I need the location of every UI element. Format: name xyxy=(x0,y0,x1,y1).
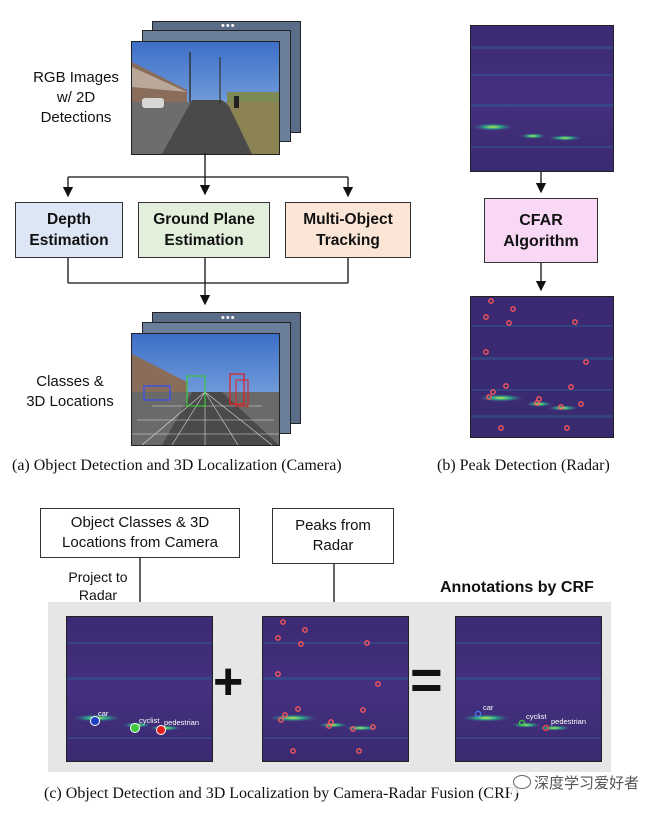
plus-sign: + xyxy=(213,653,244,711)
annotation-label-car: car xyxy=(483,703,494,712)
multi-object-tracking-box: Multi-Object Tracking xyxy=(285,202,411,258)
object-label-car: car xyxy=(98,709,109,718)
classes-3d-locations-label: Classes & 3D Locations xyxy=(26,373,114,410)
crf-annotations-heatmap: car cyclist pedestrian xyxy=(455,616,602,762)
rgb-image-front xyxy=(131,41,280,155)
depth-estimation-box: Depth Estimation xyxy=(15,202,123,258)
caption-a: (a) Object Detection and 3D Localization… xyxy=(12,457,342,474)
cfar-algorithm-box: CFAR Algorithm xyxy=(484,198,598,263)
object-label-pedestrian: pedestrian xyxy=(164,718,199,727)
object-label-cyclist: cyclist xyxy=(139,716,160,725)
stack-dots: ••• xyxy=(221,20,236,32)
annotation-label-pedestrian: pedestrian xyxy=(551,717,586,726)
camera-input-box: Object Classes & 3D Locations from Camer… xyxy=(40,508,240,558)
caption-c: (c) Object Detection and 3D Localization… xyxy=(44,785,519,802)
rgb-images-label: RGB Images w/ 2D Detections xyxy=(33,69,119,126)
stack-dots-bottom: ••• xyxy=(221,312,236,324)
equals-sign: = xyxy=(410,648,443,711)
detection-image-front xyxy=(131,333,280,446)
fusion-peaks-heatmap xyxy=(262,616,409,762)
projected-objects-heatmap: car cyclist pedestrian xyxy=(66,616,213,762)
wechat-icon xyxy=(513,775,531,789)
radar-input-box: Peaks from Radar xyxy=(272,508,394,564)
watermark-text: 深度学习爱好者 xyxy=(534,774,640,792)
ground-plane-estimation-box: Ground Plane Estimation xyxy=(138,202,270,258)
raw-radar-heatmap xyxy=(470,25,614,172)
street-scene-3d-image xyxy=(132,334,279,445)
caption-b: (b) Peak Detection (Radar) xyxy=(437,457,610,474)
radar-peaks-heatmap xyxy=(470,296,614,438)
annotations-by-crf-title: Annotations by CRF xyxy=(440,579,594,596)
project-to-radar-label: Project to Radar xyxy=(68,569,128,603)
street-scene-image xyxy=(132,42,279,154)
watermark: 深度学习爱好者 xyxy=(509,772,644,793)
annotation-label-cyclist: cyclist xyxy=(526,712,547,721)
